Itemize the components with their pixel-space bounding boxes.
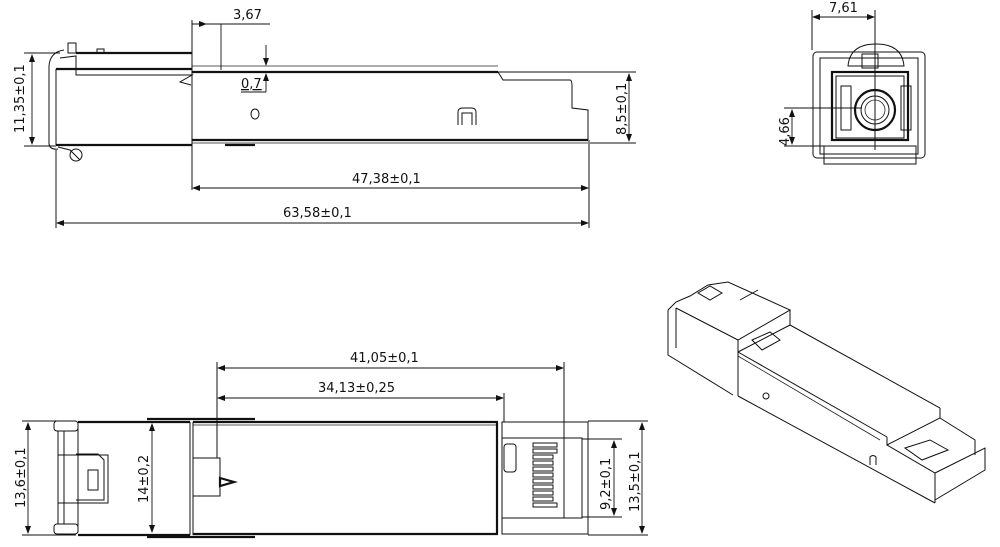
- dim-width-end: 13,5±0,1: [628, 451, 643, 512]
- dim-width-body: 14±0,2: [137, 455, 152, 503]
- latch-arch: [847, 43, 905, 67]
- dim-step: 0,7: [241, 77, 262, 92]
- dim-width-connector: 9,2±0,1: [599, 458, 614, 510]
- dim-cage-offset: 3,67: [233, 8, 262, 23]
- iso-port-opening: [903, 439, 950, 461]
- dim-width-bail: 13,6±0,1: [14, 447, 29, 508]
- dim-height-total: 11,35±0,1: [13, 64, 28, 133]
- dim-height-center: 4,66: [778, 117, 793, 146]
- dim-length-total: 63,58±0,1: [283, 206, 352, 221]
- pcb-contacts: [532, 442, 558, 508]
- body-clip: [457, 107, 477, 125]
- top-view: 41,05±0,1 34,13±0,25 13,6±0,1 14±0,2 9,2…: [14, 351, 648, 539]
- body-hole: [250, 108, 260, 120]
- dim-width-center: 7,61: [829, 1, 858, 16]
- isometric-view: [667, 281, 986, 504]
- side-view: 11,35±0,1 3,67 0,7 8,5±0,1 47,38±0,1 63,…: [13, 8, 636, 228]
- dim-length-a: 41,05±0,1: [350, 351, 419, 366]
- latch-pivot: [69, 148, 83, 162]
- dim-length-body: 47,38±0,1: [352, 172, 421, 187]
- bail-connector: [57, 454, 109, 504]
- dim-height-body: 8,5±0,1: [615, 83, 630, 135]
- front-view: 7,61 4,66: [778, 1, 926, 165]
- dim-length-b: 34,13±0,25: [318, 381, 395, 396]
- bail-latch: [48, 49, 65, 150]
- latch-tab: [67, 42, 77, 54]
